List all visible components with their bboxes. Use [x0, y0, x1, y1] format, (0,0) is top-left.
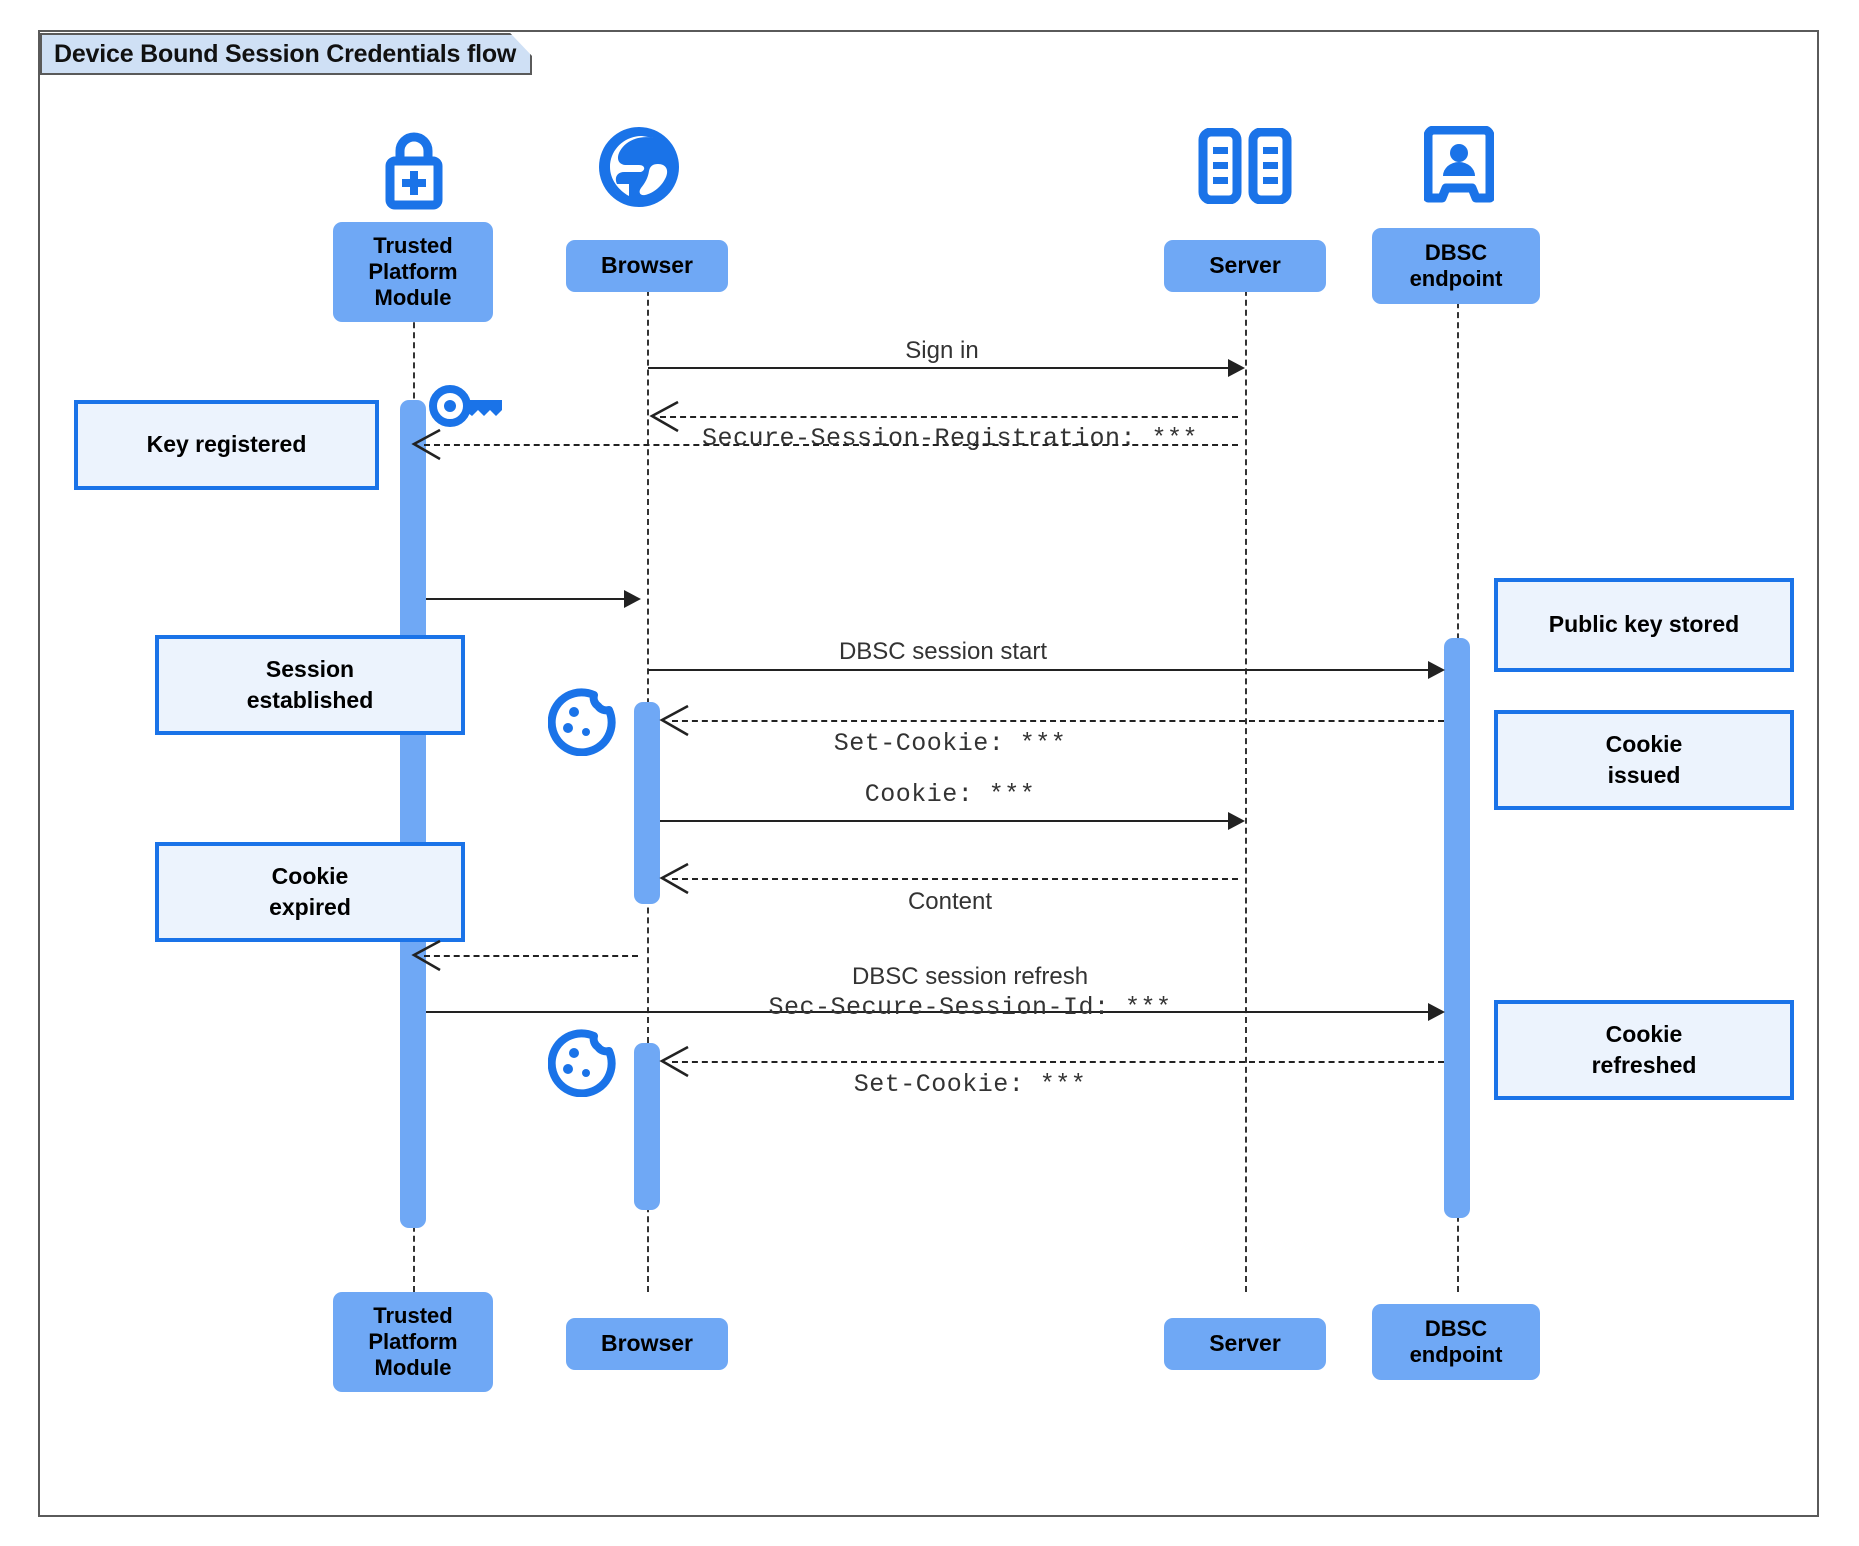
message-label-set-cookie-1: Set-Cookie: *** [833, 729, 1067, 758]
arrowhead-left-open [411, 939, 441, 972]
note-key-registered: Key registered [74, 400, 379, 490]
message-line-set-cookie-2 [672, 1061, 1444, 1063]
message-label-dbsc-session-start: DBSC session start [838, 638, 1048, 665]
actor-top-tpm[interactable]: Trusted Platform Module [333, 222, 493, 322]
arrowhead-right [1428, 661, 1445, 679]
note-public-key-stored: Public key stored [1494, 578, 1794, 672]
message-line-tpm-to-browser [426, 598, 638, 600]
actor-label-line2: endpoint [1409, 266, 1503, 291]
arrowhead-right [1428, 1003, 1445, 1021]
actor-bottom-server[interactable]: Server [1164, 1318, 1326, 1370]
message-line-dbsc-session-refresh [426, 1011, 1438, 1013]
actor-label-line1: DBSC [1424, 1316, 1488, 1342]
actor-top-browser[interactable]: Browser [566, 240, 728, 292]
message-label-sign-in: Sign in [905, 337, 979, 364]
actor-bottom-dbsc[interactable]: DBSC endpoint [1372, 1304, 1540, 1380]
note-label-line1: Cookie [1605, 1020, 1683, 1047]
actor-label-line3: Module [374, 1354, 452, 1380]
message-line-content [672, 878, 1238, 880]
actor-label: Server [1209, 1330, 1281, 1357]
note-cookie-expired: Cookie expired [155, 842, 465, 942]
key-icon [428, 382, 506, 435]
page-title: Device Bound Session Credentials flow [54, 39, 517, 68]
note-cookie-issued: Cookie issued [1494, 710, 1794, 810]
message-line-set-cookie-1 [672, 720, 1444, 722]
note-label: Key registered [146, 431, 307, 458]
actor-label: Server [1209, 252, 1281, 279]
message-label-content: Content [907, 888, 993, 915]
actor-label-line1: DBSC [1424, 240, 1488, 266]
activation-bar-tpm [400, 400, 426, 1228]
note-label-line2: expired [269, 894, 351, 920]
activation-bar-browser-2 [634, 1043, 660, 1210]
globe-icon [596, 124, 682, 215]
actor-top-dbsc[interactable]: DBSC endpoint [1372, 228, 1540, 304]
message-line-cookie [660, 820, 1236, 822]
message-label-cookie: Cookie: *** [864, 780, 1036, 809]
note-session-established: Session established [155, 635, 465, 735]
note-label-line2: refreshed [1591, 1052, 1697, 1078]
note-label-line2: issued [1607, 762, 1681, 788]
arrowhead-left-open [649, 400, 679, 433]
actor-label-line2: Platform [368, 1329, 458, 1355]
arrowhead-right [1228, 359, 1245, 377]
message-line-browser-to-tpm [424, 955, 638, 957]
actor-label-line1: Trusted [373, 1303, 453, 1329]
arrowhead-right [624, 590, 641, 608]
actor-label-line1: Trusted [373, 233, 453, 259]
note-cookie-refreshed: Cookie refreshed [1494, 1000, 1794, 1100]
actor-bottom-tpm[interactable]: Trusted Platform Module [333, 1292, 493, 1392]
arrowhead-left-open [659, 862, 689, 895]
arrowhead-left-open [659, 704, 689, 737]
arrowhead-left-open [659, 1045, 689, 1078]
id-badge-icon [1423, 125, 1495, 209]
message-line-secure-session-registration [660, 416, 1238, 418]
actor-label-line2: endpoint [1409, 1342, 1503, 1367]
message-line-sign-in [648, 367, 1236, 369]
message-label-secure-session-registration: Secure-Session-Registration: *** [701, 424, 1199, 453]
note-label-line1: Cookie [1605, 730, 1683, 757]
actor-label: Browser [600, 1330, 694, 1357]
server-racks-icon [1198, 127, 1292, 209]
note-label: Public key stored [1548, 611, 1740, 638]
cookie-icon [547, 688, 616, 761]
note-label-line2: established [246, 687, 374, 713]
message-label-sec-secure-session-id: Sec-Secure-Session-Id: *** [768, 993, 1172, 1022]
note-label-line1: Cookie [271, 862, 349, 889]
diagram-title-banner: Device Bound Session Credentials flow [40, 33, 532, 75]
actor-label-line3: Module [374, 284, 452, 310]
arrowhead-left-open [411, 428, 441, 461]
message-line-dbsc-session-start [648, 669, 1438, 671]
lock-plus-icon [370, 125, 458, 215]
activation-bar-dbsc [1444, 638, 1470, 1218]
message-label-set-cookie-2: Set-Cookie: *** [853, 1070, 1087, 1099]
note-label-line1: Session [265, 655, 355, 682]
arrowhead-right [1228, 812, 1245, 830]
activation-bar-browser-1 [634, 702, 660, 904]
message-label-dbsc-session-refresh: DBSC session refresh [851, 963, 1089, 990]
message-line-server-to-tpm [424, 444, 1238, 446]
actor-top-server[interactable]: Server [1164, 240, 1326, 292]
lifeline-server [1245, 250, 1247, 1292]
cookie-icon [547, 1029, 616, 1102]
actor-label-line2: Platform [368, 259, 458, 285]
actor-label: Browser [600, 252, 694, 279]
actor-bottom-browser[interactable]: Browser [566, 1318, 728, 1370]
